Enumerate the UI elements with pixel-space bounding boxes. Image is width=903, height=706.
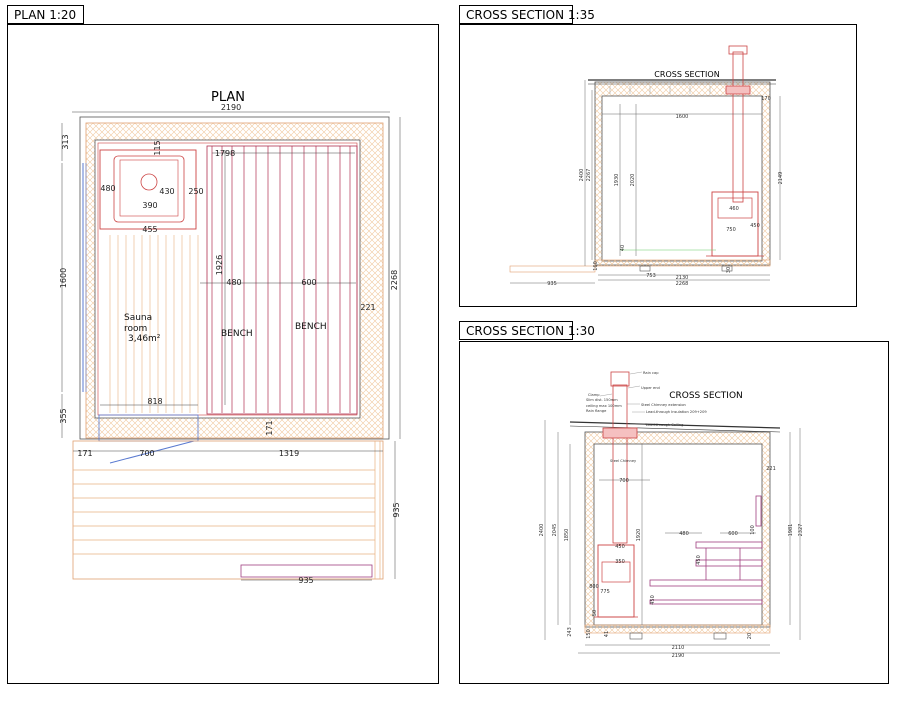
s2-dim-floor-b: 150 [586,629,592,639]
s1-dim-base: 30 [726,267,732,273]
s1-dim-height-c: 1930 [614,174,620,187]
note-lead-through: Lead-through Insulation 209+209 [646,410,707,414]
dim-threshold: 171 [265,420,274,435]
dim-bench-length: 1926 [215,255,224,275]
room-word-label: room [124,324,147,334]
dim-floor-width: 818 [147,397,162,406]
s2-dim-floor-a: 243 [567,627,573,637]
dim-top-offset: 313 [61,134,70,149]
s1-dim-bottom-a: 753 [646,273,656,279]
dim-front-wall: 1319 [279,449,299,458]
s2-dim-height-a: 2400 [539,524,545,537]
note-rain-cap: Rain cap [643,371,659,375]
room-name-label: Sauna [124,313,152,323]
dim-wall: 221 [360,303,375,312]
plan-heading: PLAN [211,90,245,105]
s2-dim-stove-mid: 350 [615,559,625,565]
dim-left-wall: 171 [77,449,92,458]
section2-dimensions: 700 2400 2045 1850 1920 480 600 450 100 … [539,466,804,659]
s2-dim-height-c: 1850 [564,529,570,542]
section2-heading: CROSS SECTION [669,391,743,401]
note-lead-ceiling: Lead-through Ceiling [646,423,683,427]
dim-door: 700 [139,449,154,458]
dim-step-width: 935 [298,576,313,585]
note-steel-chimney: Steel Chimney [610,459,637,463]
s2-dim-wall: 221 [766,466,776,472]
s2-dim-height-d: 1920 [636,529,642,542]
s2-dim-bench-up: 600 [728,531,738,537]
s2-dim-bench-gap: 100 [750,525,756,535]
dim-bench-upper: 600 [301,278,316,287]
dim-stove-side: 250 [188,187,203,196]
s2-dim-chimney-w: 700 [619,478,629,484]
section1-heading: CROSS SECTION [654,70,719,79]
plan-drawing [61,111,401,581]
dim-bench-lower: 480 [226,278,241,287]
s2-dim-floor-d: 20 [747,633,753,639]
dim-overall-width: 2190 [221,103,241,112]
bench-right-label: BENCH [295,322,327,332]
dim-stove-depth: 480 [100,184,115,193]
section2-annotations: Rain cap Upper end Clamp Slim dist. 150m… [586,371,707,463]
room-area-label: 3,46m² [128,334,161,344]
dim-terrace-depth: 935 [392,502,401,517]
s1-dim-inner-width: 1600 [676,114,689,120]
s2-dim-bench-low: 480 [679,531,689,537]
s1-dim-side: 170 [761,96,771,102]
s1-dim-floor: 160 [593,261,599,271]
section2-drawing [544,371,801,654]
s2-dim-right-a: 1981 [788,524,794,537]
s1-dim-right-height: 2149 [778,172,784,185]
plan-labels: Sauna room 3,46m² BENCH BENCH [124,313,327,344]
note-slim-dist: Slim dist. 150mm [586,398,618,402]
dim-stove-base: 455 [142,225,157,234]
s1-dim-height-b: 2267 [586,169,592,182]
dim-bench-width: 1798 [215,149,235,158]
s1-dim-stove-d: 450 [750,223,760,229]
s1-dim-bottom-b: 2130 [676,275,689,281]
section1-drawing [509,45,781,284]
section1-sheet-title: CROSS SECTION 1:35 [459,5,595,24]
dim-stove-gap: 115 [153,140,162,155]
s2-dim-stove-c: 50 [592,610,598,616]
s2-dim-floor-c: 41 [604,631,610,637]
s2-dim-width-b: 2190 [672,653,685,659]
section2-sheet-title: CROSS SECTION 1:30 [459,321,595,340]
note-upper-end: Upper end [641,386,660,390]
dim-overall-depth: 2268 [390,270,399,290]
note-rain-flange: Rain flange [586,409,607,413]
s1-dim-bottom-c: 2268 [676,281,689,287]
s2-dim-stove-b: 775 [600,589,610,595]
s2-dim-stove-h: 800 [589,584,599,590]
s2-dim-right-b: 2327 [798,524,804,537]
s2-dim-stove-top: 450 [615,544,625,550]
s2-dim-bench-h: 450 [696,555,702,565]
note-steel-ext: Steel Chimney extension [641,403,686,407]
s2-dim-width-a: 2110 [672,645,685,651]
s1-dim-height-a: 2400 [579,169,585,182]
dim-stove-inner: 430 [159,187,174,196]
dim-left-height: 1600 [59,268,68,288]
s1-dim-stove-small: 40 [620,245,626,251]
plan-sheet-title: PLAN 1:20 [7,5,84,24]
s1-dim-stove-h: 750 [726,227,736,233]
note-clamp: Clamp [588,393,600,397]
s1-dim-bottom-left: 935 [547,281,557,287]
dim-door-side: 355 [59,408,68,423]
s1-dim-stove-w: 460 [729,206,739,212]
plan-dimensions: 2190 1798 313 115 480 430 250 390 455 19… [59,103,401,585]
section1-dimensions: 1600 2400 2267 1930 2020 2149 170 460 75… [547,96,784,287]
note-ceiling-max: ceiling max 100mm [586,404,622,408]
dim-stove-width: 390 [142,201,157,210]
bench-left-label: BENCH [221,329,253,339]
s1-dim-height-d: 2020 [630,174,636,187]
s2-dim-bench-floor: 450 [650,595,656,605]
s2-dim-height-b: 2045 [552,524,558,537]
